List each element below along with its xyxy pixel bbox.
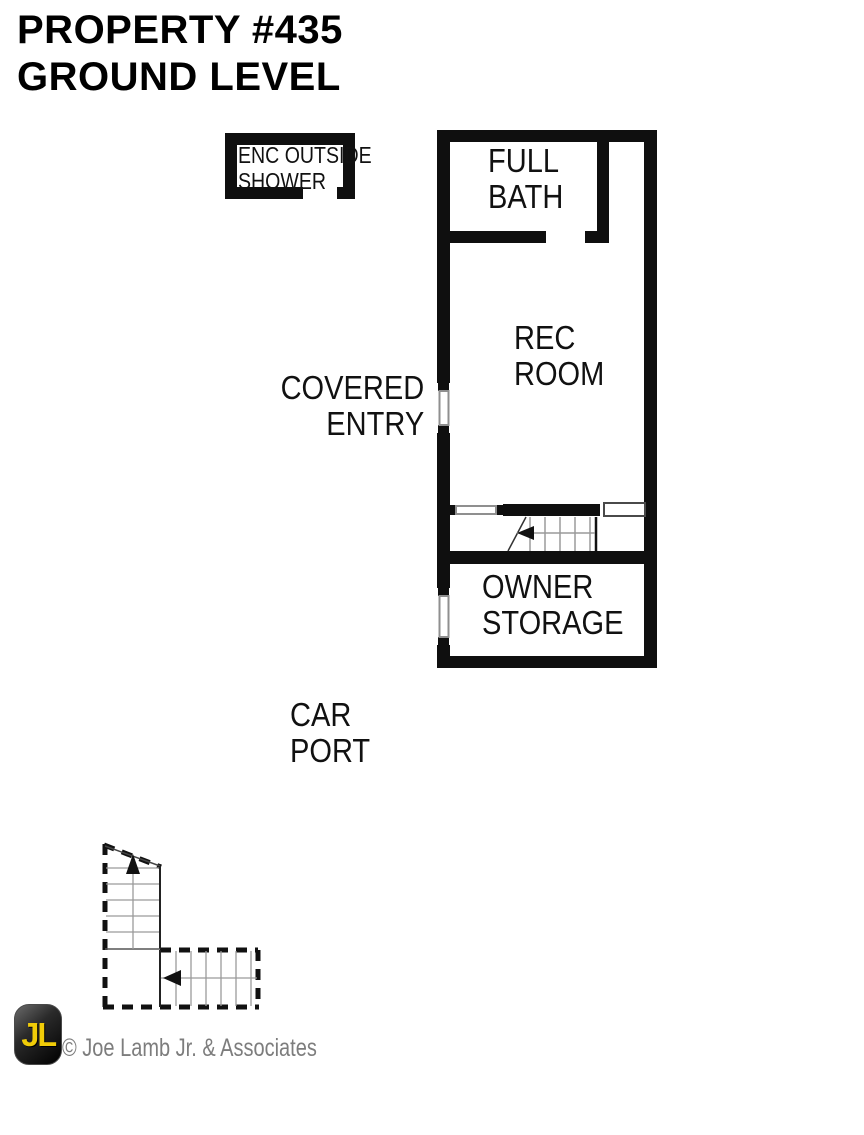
label-car-port: CAR PORT bbox=[290, 697, 370, 769]
copyright-text: © Joe Lamb Jr. & Associates bbox=[62, 1034, 317, 1062]
label-line: REC bbox=[514, 319, 576, 356]
stair-wall-window bbox=[455, 505, 497, 515]
covered-entry-window bbox=[438, 390, 450, 426]
stair-left-arrow-icon bbox=[517, 526, 534, 540]
wall-left bbox=[437, 645, 450, 668]
window-cap bbox=[496, 505, 503, 515]
wall-right bbox=[644, 130, 657, 668]
stair-up-arrow-icon bbox=[126, 854, 140, 874]
wall bbox=[225, 187, 303, 199]
window-symbols bbox=[438, 390, 497, 638]
label-line: ENC OUTSIDE bbox=[238, 142, 372, 168]
building-walls bbox=[437, 130, 657, 668]
wall-stair-bottom bbox=[437, 551, 657, 564]
storage-window bbox=[438, 595, 450, 638]
wall-bath-bottom bbox=[437, 231, 546, 243]
label-line: FULL bbox=[488, 142, 560, 179]
page-title-line2: GROUND LEVEL bbox=[17, 55, 341, 99]
page-title-line1: PROPERTY #435 bbox=[17, 8, 343, 52]
stair-left-arrow-icon bbox=[163, 970, 181, 986]
window-cap bbox=[438, 588, 449, 596]
wall-bath-foot bbox=[585, 231, 609, 243]
label-line: STORAGE bbox=[482, 604, 624, 641]
label-line: COVERED bbox=[280, 369, 424, 406]
wall-left bbox=[437, 130, 450, 383]
window-cap bbox=[438, 425, 449, 433]
label-full-bath: FULL BATH bbox=[488, 143, 563, 215]
jl-logo-text: JL bbox=[21, 1015, 57, 1053]
wall bbox=[225, 133, 355, 145]
label-line: PORT bbox=[290, 732, 371, 769]
label-line: BATH bbox=[488, 178, 564, 215]
carport-staircase bbox=[102, 842, 261, 1010]
wall-bath-interior bbox=[597, 130, 609, 243]
label-line: ENTRY bbox=[326, 405, 424, 442]
page-title: PROPERTY #435 GROUND LEVEL bbox=[17, 7, 343, 101]
stair-door-symbol bbox=[603, 502, 646, 517]
label-line: CAR bbox=[290, 696, 352, 733]
window-cap bbox=[438, 383, 449, 391]
wall bbox=[343, 133, 355, 199]
wall-top bbox=[437, 130, 657, 142]
wall bbox=[225, 133, 237, 199]
label-line: SHOWER bbox=[238, 168, 326, 194]
interior-staircase bbox=[507, 516, 598, 552]
wall-left bbox=[437, 433, 450, 588]
label-line: OWNER bbox=[482, 568, 594, 605]
jl-logo: JL bbox=[14, 1004, 62, 1065]
wall-stair-top bbox=[503, 504, 600, 516]
label-rec-room: REC ROOM bbox=[514, 320, 604, 392]
stair-cut-line bbox=[507, 516, 527, 552]
label-covered-entry: COVERED ENTRY bbox=[280, 370, 424, 442]
window-cap bbox=[438, 637, 449, 645]
shower-enclosure-walls bbox=[225, 133, 355, 199]
label-line: ROOM bbox=[514, 355, 605, 392]
window-cap bbox=[450, 505, 456, 515]
label-enc-outside-shower: ENC OUTSIDE SHOWER bbox=[238, 142, 372, 194]
wall-bottom bbox=[437, 656, 657, 668]
label-owner-storage: OWNER STORAGE bbox=[482, 569, 623, 641]
